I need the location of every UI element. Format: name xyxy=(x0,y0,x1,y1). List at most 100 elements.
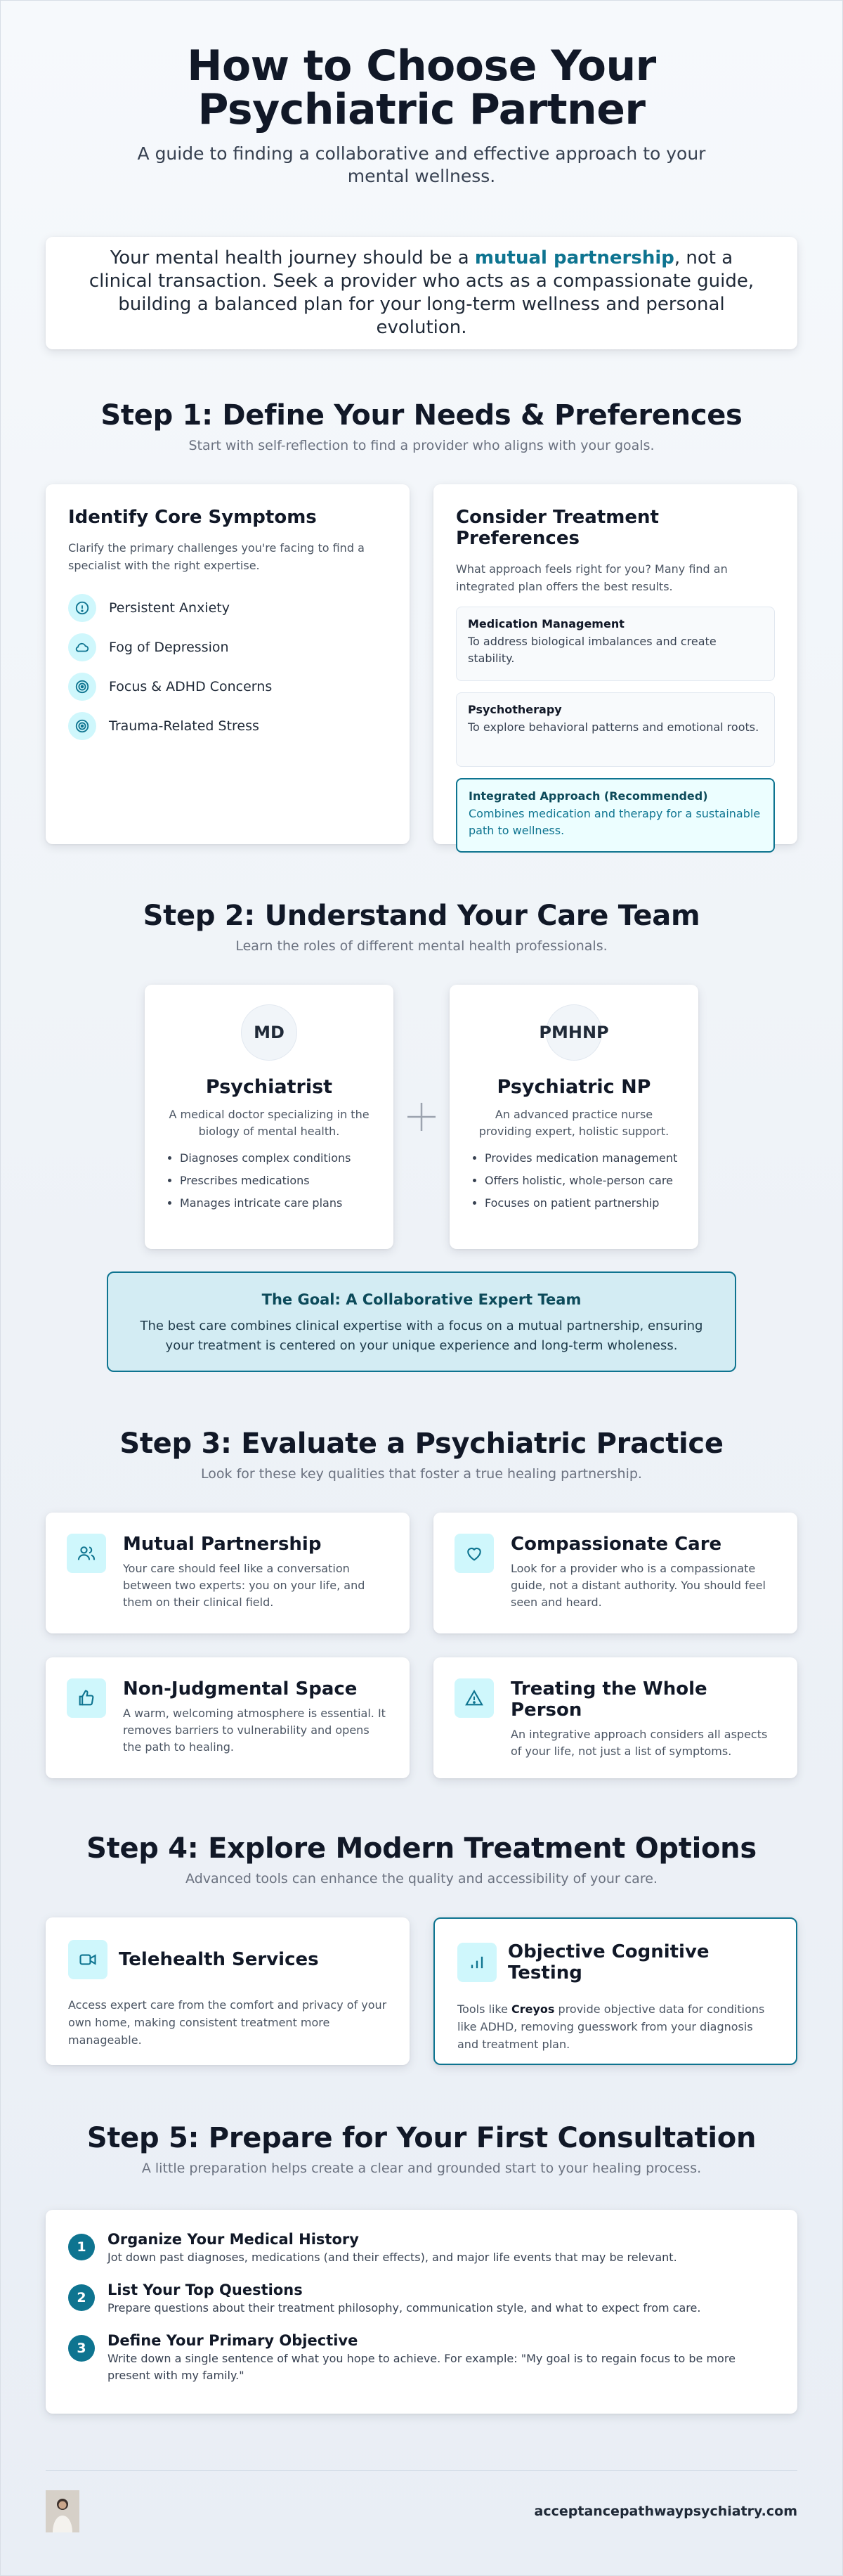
pref-option-integrated: Integrated Approach (Recommended) Combin… xyxy=(456,778,775,853)
psychiatrist-desc: A medical doctor specializing in the bio… xyxy=(169,1108,370,1138)
intro-card: Your mental health journey should be a m… xyxy=(46,237,797,349)
step-3-subtitle: Look for these key qualities that foster… xyxy=(201,1466,642,1482)
step-5-section: Step 5: Prepare for Your First Consultat… xyxy=(46,2121,797,2414)
telehealth-card: Telehealth Services Access expert care f… xyxy=(46,1917,410,2065)
symptom-item: Fog of Depression xyxy=(68,628,387,667)
quality-card: Compassionate Care Look for a provider w… xyxy=(433,1513,797,1633)
treatment-options-row: Telehealth Services Access expert care f… xyxy=(46,1917,797,2065)
prep-item: 3 Define Your Primary Objective Write do… xyxy=(68,2332,775,2384)
list-item: Offers holistic, whole-person care xyxy=(485,1172,680,1189)
quality-desc: Look for a provider who is a compassiona… xyxy=(511,1562,766,1609)
step-1-row: Identify Core Symptoms Clarify the prima… xyxy=(46,484,797,853)
quality-card: Non-Judgmental Space A warm, welcoming a… xyxy=(46,1657,410,1778)
quality-card: Mutual Partnership Your care should feel… xyxy=(46,1513,410,1633)
step-3-title: Step 3: Evaluate a Psychiatric Practice xyxy=(119,1428,724,1460)
quality-desc: A warm, welcoming atmosphere is essentia… xyxy=(123,1707,386,1754)
target-icon xyxy=(68,712,96,740)
step-4-title: Step 4: Explore Modern Treatment Options xyxy=(86,1832,757,1865)
psychiatrist-title: Psychiatrist xyxy=(205,1076,333,1098)
prep-title: List Your Top Questions xyxy=(107,2281,303,2298)
warning-triangle-icon xyxy=(455,1678,494,1718)
symptom-item: Persistent Anxiety xyxy=(68,588,387,628)
video-icon xyxy=(68,1940,107,1979)
step-1-title: Step 1: Define Your Needs & Preferences xyxy=(100,399,743,432)
step-2-section: Step 2: Understand Your Care Team Learn … xyxy=(46,899,797,1372)
prep-item: 2 List Your Top Questions Prepare questi… xyxy=(68,2281,775,2317)
preparation-card: 1 Organize Your Medical History Jot down… xyxy=(46,2210,797,2414)
step-2-title: Step 2: Understand Your Care Team xyxy=(143,900,700,932)
testing-desc: Tools like Creyos provide objective data… xyxy=(457,2002,765,2051)
symptoms-desc: Clarify the primary challenges you're fa… xyxy=(68,541,365,572)
alert-circle-icon xyxy=(68,594,96,622)
step-1-section: Step 1: Define Your Needs & Preferences … xyxy=(46,399,797,853)
quality-title: Mutual Partnership xyxy=(123,1534,322,1555)
step-2-subtitle: Learn the roles of different mental heal… xyxy=(235,938,608,954)
pref-option-medication: Medication Management To address biologi… xyxy=(456,607,775,681)
quality-desc: An integrative approach considers all as… xyxy=(511,1728,768,1758)
heart-icon xyxy=(455,1534,494,1573)
prep-desc: Write down a single sentence of what you… xyxy=(107,2352,736,2382)
prep-item: 1 Organize Your Medical History Jot down… xyxy=(68,2231,775,2266)
prep-desc: Prepare questions about their treatment … xyxy=(107,2301,701,2315)
website-link[interactable]: acceptancepathwaypsychiatry.com xyxy=(534,2504,797,2519)
step-number-badge: 3 xyxy=(68,2335,95,2362)
np-title: Psychiatric NP xyxy=(497,1076,651,1098)
footer-divider xyxy=(46,2470,797,2471)
step-4-subtitle: Advanced tools can enhance the quality a… xyxy=(185,1871,658,1886)
care-team-row: MD Psychiatrist A medical doctor special… xyxy=(46,985,797,1249)
page-subtitle: A guide to finding a collaborative and e… xyxy=(137,143,706,186)
list-item: Diagnoses complex conditions xyxy=(180,1150,375,1167)
list-item: Manages intricate care plans xyxy=(180,1195,375,1212)
step-3-section: Step 3: Evaluate a Psychiatric Practice … xyxy=(46,1427,797,1778)
creyos-label: Creyos xyxy=(511,2002,555,2016)
step-5-title: Step 5: Prepare for Your First Consultat… xyxy=(86,2122,757,2154)
thumbs-up-icon xyxy=(67,1678,106,1718)
preferences-title: Consider Treatment Preferences xyxy=(456,507,659,549)
cognitive-testing-card: Objective Cognitive Testing Tools like C… xyxy=(433,1917,797,2065)
list-item: Provides medication management xyxy=(485,1150,680,1167)
intro-text: Your mental health journey should be a m… xyxy=(89,247,754,338)
psychiatrist-card: MD Psychiatrist A medical doctor special… xyxy=(145,985,393,1249)
prep-title: Define Your Primary Objective xyxy=(107,2332,358,2349)
symptom-label: Persistent Anxiety xyxy=(109,600,230,616)
quality-title: Non-Judgmental Space xyxy=(123,1678,358,1700)
np-card: PMHNP Psychiatric NP An advanced practic… xyxy=(450,985,698,1249)
quality-desc: Your care should feel like a conversatio… xyxy=(123,1562,365,1609)
goal-text: The best care combines clinical expertis… xyxy=(140,1319,703,1353)
plus-icon xyxy=(393,985,450,1249)
hero: How to Choose Your Psychiatric Partner A… xyxy=(46,1,797,188)
np-list: Provides medication management Offers ho… xyxy=(468,1150,680,1212)
pmhnp-badge: PMHNP xyxy=(539,1004,609,1061)
quality-title: Compassionate Care xyxy=(511,1534,722,1555)
goal-title: The Goal: A Collaborative Expert Team xyxy=(261,1291,582,1308)
md-badge: MD xyxy=(241,1004,297,1061)
step-number-badge: 1 xyxy=(68,2234,95,2260)
symptoms-list: Persistent Anxiety Fog of Depression xyxy=(68,588,387,746)
quality-title: Treating the Whole Person xyxy=(511,1678,707,1721)
preferences-desc: What approach feels right for you? Many … xyxy=(456,562,728,593)
symptom-item: Trauma-Related Stress xyxy=(68,706,387,746)
symptom-label: Fog of Depression xyxy=(109,640,229,655)
symptoms-title: Identify Core Symptoms xyxy=(68,507,317,528)
users-icon xyxy=(67,1534,106,1573)
prep-title: Organize Your Medical History xyxy=(107,2231,359,2248)
np-desc: An advanced practice nurse providing exp… xyxy=(478,1108,669,1138)
step-5-subtitle: A little preparation helps create a clea… xyxy=(141,2161,702,2176)
intro-highlight: mutual partnership xyxy=(474,247,674,268)
pref-option-psychotherapy: Psychotherapy To explore behavioral patt… xyxy=(456,692,775,767)
prep-desc: Jot down past diagnoses, medications (an… xyxy=(107,2251,677,2264)
qualities-row-2: Non-Judgmental Space A warm, welcoming a… xyxy=(46,1657,797,1778)
list-item: Focuses on patient partnership xyxy=(485,1195,680,1212)
telehealth-desc: Access expert care from the comfort and … xyxy=(68,1998,387,2047)
list-item: Prescribes medications xyxy=(180,1172,375,1189)
symptom-label: Focus & ADHD Concerns xyxy=(109,679,273,694)
testing-title: Objective Cognitive Testing xyxy=(508,1941,710,1983)
bar-chart-icon xyxy=(457,1943,497,1982)
avatar xyxy=(46,2490,79,2532)
psychiatrist-list: Diagnoses complex conditions Prescribes … xyxy=(163,1150,375,1212)
cloud-icon xyxy=(68,633,96,661)
content: How to Choose Your Psychiatric Partner A… xyxy=(46,1,797,2532)
symptoms-card: Identify Core Symptoms Clarify the prima… xyxy=(46,484,410,844)
goal-callout: The Goal: A Collaborative Expert Team Th… xyxy=(107,1271,736,1372)
